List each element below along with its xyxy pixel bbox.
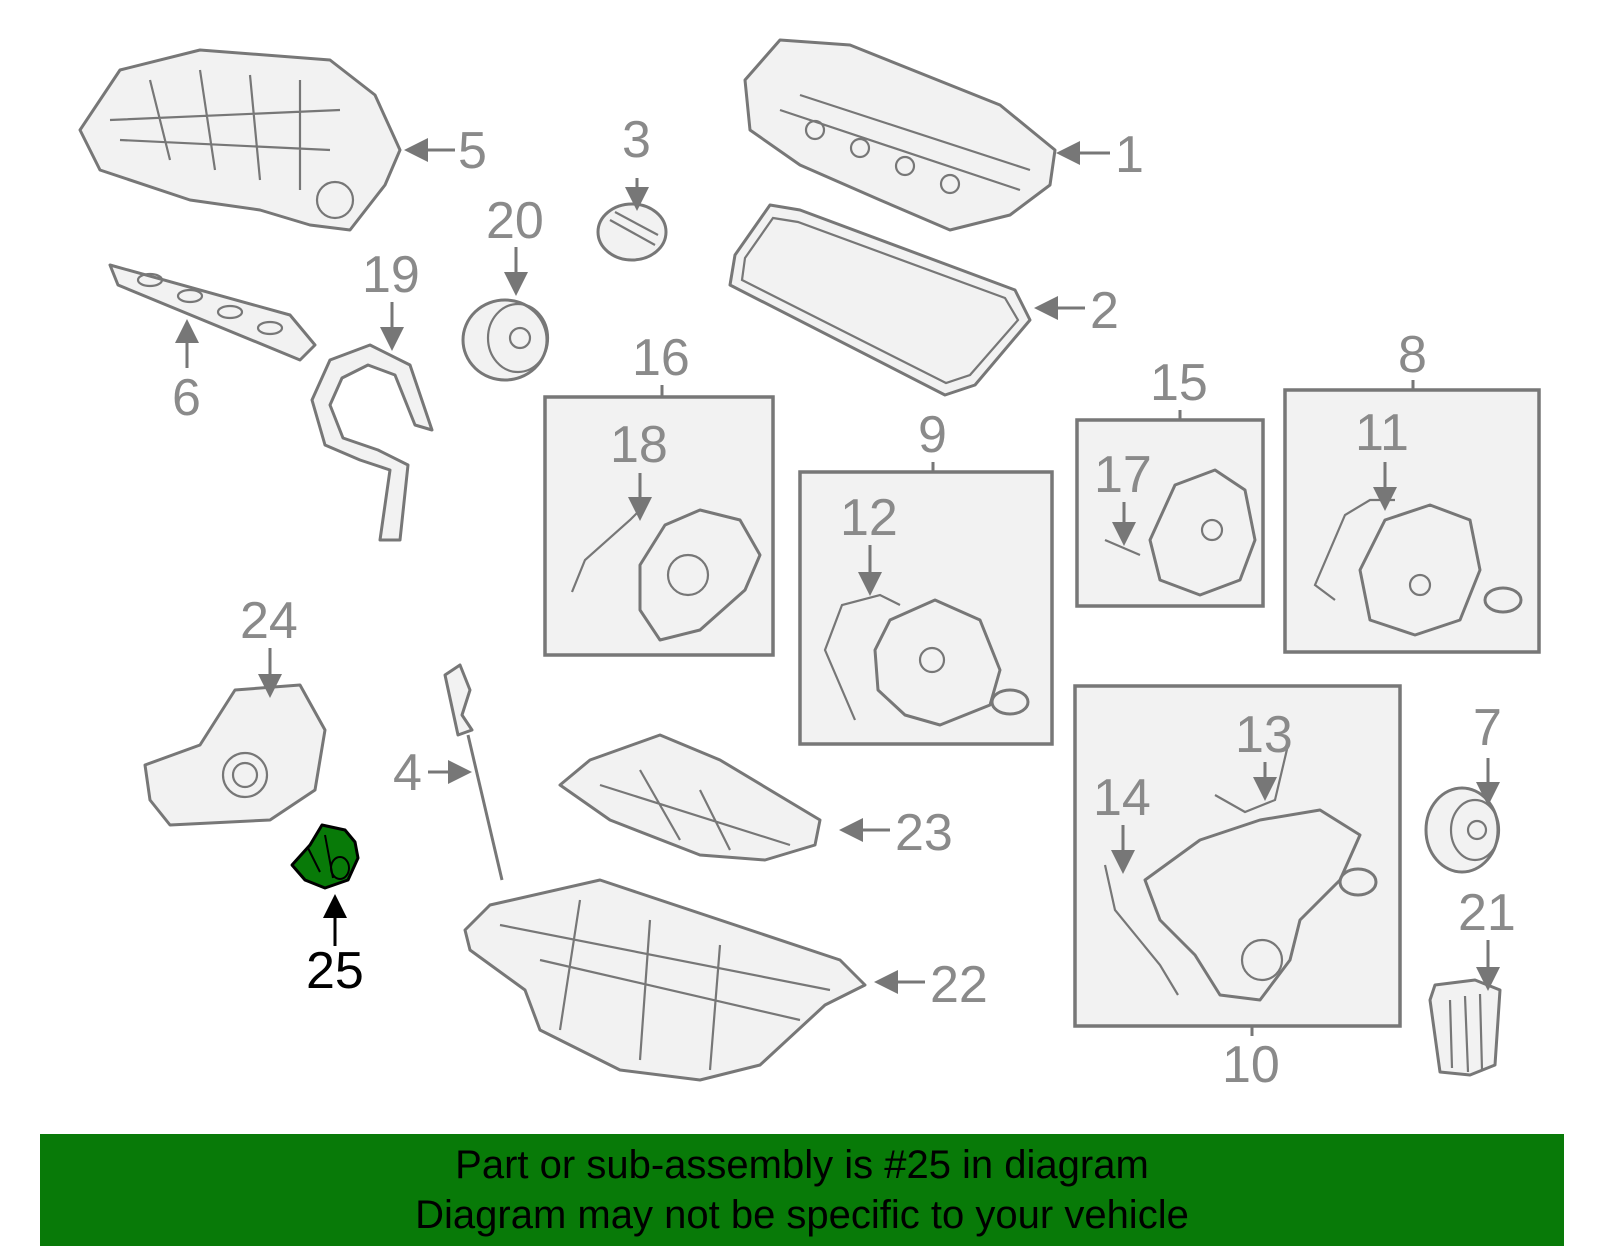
info-banner: Part or sub-assembly is #25 in diagram D…: [40, 1134, 1564, 1246]
part-20-pulley: [461, 298, 550, 382]
callout-8: 8: [1398, 326, 1427, 384]
part-9-cover-assembly: [823, 593, 1030, 727]
part-1-valve-cover: [743, 38, 1057, 232]
part-25-oil-pressure-switch[interactable]: [290, 823, 360, 890]
callout-14: 14: [1093, 769, 1151, 827]
callout-2: 2: [1090, 282, 1119, 340]
callout-9: 9: [918, 406, 947, 464]
part-2-gasket: [728, 203, 1032, 397]
part-23-baffle: [558, 733, 822, 862]
callout-23: 23: [895, 804, 953, 862]
part-3-oil-cap: [596, 202, 668, 262]
part-4-dipstick: [443, 663, 504, 881]
part-24-oil-pump: [143, 683, 327, 827]
banner-line-1: Part or sub-assembly is #25 in diagram: [455, 1143, 1149, 1187]
callout-25: 25: [306, 942, 364, 1000]
part-19-belt: [310, 343, 434, 542]
callout-18: 18: [610, 416, 668, 474]
part-7-pulley: [1424, 786, 1501, 874]
callout-24: 24: [240, 592, 298, 650]
part-22-oil-pan: [463, 878, 867, 1082]
callout-6: 6: [172, 369, 201, 427]
part-5-intake-manifold: [78, 48, 402, 232]
callout-7: 7: [1473, 699, 1502, 757]
callout-16: 16: [632, 329, 690, 387]
part-6-gasket: [108, 263, 317, 362]
banner-line-2: Diagram may not be specific to your vehi…: [415, 1193, 1189, 1237]
callout-3: 3: [622, 111, 651, 169]
part-10-timing-cover: [1103, 744, 1378, 1002]
callout-21: 21: [1458, 884, 1516, 942]
callout-13: 13: [1235, 706, 1293, 764]
callout-1: 1: [1115, 126, 1144, 184]
callout-20: 20: [486, 192, 544, 250]
callout-15: 15: [1150, 354, 1208, 412]
callout-11: 11: [1355, 404, 1409, 462]
callout-17: 17: [1094, 446, 1152, 504]
part-21-oil-filter: [1428, 978, 1502, 1077]
callout-10: 10: [1222, 1036, 1280, 1094]
callout-19: 19: [362, 246, 420, 304]
callout-4: 4: [393, 744, 422, 802]
callout-22: 22: [930, 956, 988, 1014]
callout-5: 5: [458, 122, 487, 180]
part-15-cover-assembly: [1104, 468, 1257, 597]
callout-12: 12: [840, 489, 898, 547]
